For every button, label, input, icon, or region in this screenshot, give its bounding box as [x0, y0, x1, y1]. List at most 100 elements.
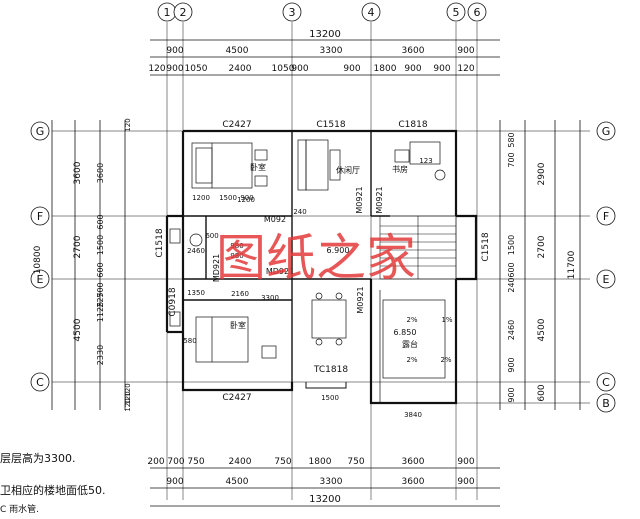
axis-top-1: 1 — [164, 6, 171, 19]
left-dimension-lines — [51, 120, 126, 410]
dim-bottom-row1: 3300 — [320, 477, 343, 487]
axis-left-C-circle — [30, 372, 50, 392]
dim-right-inner: 1500 — [507, 235, 516, 255]
dim-left-total: 10800 — [33, 245, 43, 274]
door-label: MD921 — [212, 254, 221, 282]
dim-top-row2: 1050 — [185, 64, 208, 74]
dim-right-total: 11700 — [567, 250, 577, 279]
door-label: M0921 — [375, 186, 384, 213]
axis-top-4: 4 — [368, 6, 375, 19]
dim-left-small: 120 — [124, 391, 132, 404]
interior-dim: 1200 — [237, 196, 255, 204]
level-label: 6.900 — [327, 246, 350, 255]
dim-right-inner: 900 — [507, 387, 516, 402]
slope-label: 2% — [406, 356, 417, 364]
door-label: M092 — [264, 215, 286, 224]
axis-top-6: 6 — [474, 6, 481, 19]
dim-left-inner: 600 — [96, 262, 105, 277]
axis-right-C-circle — [596, 372, 616, 392]
dim-top-row2: 900 — [433, 64, 450, 74]
axis-left-F: F — [37, 210, 43, 223]
interior-walls — [183, 131, 390, 390]
dim-left-inner: 700 — [96, 282, 105, 297]
interior-dim: 123 — [419, 157, 432, 165]
interior-dim: 1500 — [321, 394, 339, 402]
dim-top-row1: 3600 — [402, 46, 425, 56]
interior-dim: 980 — [230, 242, 243, 250]
bath-fixtures — [169, 228, 203, 327]
note-2: 卫相应的楼地面低50. — [0, 483, 106, 497]
dim-left-inner: 1125 — [96, 302, 105, 322]
axis-right-C: C — [602, 376, 610, 389]
balcony — [379, 290, 446, 403]
axis-top-6-circle — [467, 2, 487, 22]
axis-right-G-circle — [596, 121, 616, 141]
watermark: 图纸之家 — [216, 229, 416, 287]
dim-bottom-row2: 900 — [457, 457, 474, 467]
axis-left-E: E — [37, 273, 44, 286]
axis-left-G-circle — [30, 121, 50, 141]
interior-dim: 240 — [293, 208, 306, 216]
window-label: C2427 — [222, 393, 251, 403]
dim-bottom-row2: 750 — [347, 457, 364, 467]
axis-right-F: F — [603, 210, 609, 223]
axis-right-E-circle — [596, 269, 616, 289]
interior-dim: 2460 — [187, 247, 205, 255]
axis-left-C: C — [36, 376, 44, 389]
interior-dim: 3300 — [261, 294, 279, 302]
dim-left-small: 120 — [124, 383, 132, 396]
interior-dim: 580 — [183, 337, 196, 345]
notes: 层层高为3300. 卫相应的楼地面低50. C 雨水管. — [0, 451, 106, 515]
dim-top-row2: 900 — [166, 64, 183, 74]
bed-top — [191, 142, 268, 189]
top-dimension-lines — [150, 39, 500, 76]
interior-dim: 2160 — [231, 290, 249, 298]
interior-dim: 980 — [230, 252, 243, 260]
dim-right-inner: 600 — [507, 262, 516, 277]
axis-top-3: 3 — [289, 6, 296, 19]
dim-top-total: 13200 — [309, 29, 341, 40]
dim-top-row2: 1050 — [272, 64, 295, 74]
dim-bottom-row1: 3600 — [402, 477, 425, 487]
dim-bottom-row1: 4500 — [226, 477, 249, 487]
interior-dim: 1200 — [192, 194, 210, 202]
dim-top-row1: 3300 — [320, 46, 343, 56]
dim-bottom-row2: 1800 — [309, 457, 332, 467]
window-label: C0918 — [168, 287, 178, 316]
sofa — [297, 139, 341, 191]
dim-left-small: 120 — [124, 398, 132, 411]
axis-top-5-circle — [446, 2, 466, 22]
dim-right-inner: 580 — [507, 132, 516, 147]
axis-top-3-circle — [282, 2, 302, 22]
dim-bottom-row2: 3600 — [402, 457, 425, 467]
dim-left-inner: 225 — [96, 292, 105, 307]
dim-left-inner: 2330 — [96, 345, 105, 365]
axis-right-F-circle — [596, 206, 616, 226]
window-label: C1518 — [155, 228, 165, 257]
door-label: M0921 — [356, 286, 365, 313]
dim-top-row1: 4500 — [226, 46, 249, 56]
dim-right-inner: 2460 — [507, 320, 516, 340]
right-dimension-lines — [499, 120, 581, 410]
dim-top-row2: 120 — [457, 64, 474, 74]
room-label: 书房 — [392, 164, 408, 174]
dim-bottom-row2: 750 — [187, 457, 204, 467]
dim-right-inner: 240 — [507, 277, 516, 292]
axis-left-G: G — [36, 125, 45, 138]
axis-top-4-circle — [361, 2, 381, 22]
dim-left-inner: 3600 — [96, 163, 105, 183]
dim-left-inner: 600 — [96, 214, 105, 229]
dim-bottom-row2: 750 — [274, 457, 291, 467]
axis-left-E-circle — [30, 269, 50, 289]
axis-top-5: 5 — [453, 6, 460, 19]
interior-dim: 1350 — [187, 289, 205, 297]
axis-top-2-circle — [173, 2, 193, 22]
dim-right-outer: 2700 — [537, 235, 547, 258]
note-3: C 雨水管. — [0, 503, 39, 515]
axis-right-B: B — [602, 397, 610, 410]
bottom-dimension-lines — [150, 467, 500, 507]
axis-right-E: E — [603, 273, 610, 286]
dim-left-outer: 4500 — [73, 318, 83, 341]
note-1: 层层高为3300. — [0, 451, 76, 465]
